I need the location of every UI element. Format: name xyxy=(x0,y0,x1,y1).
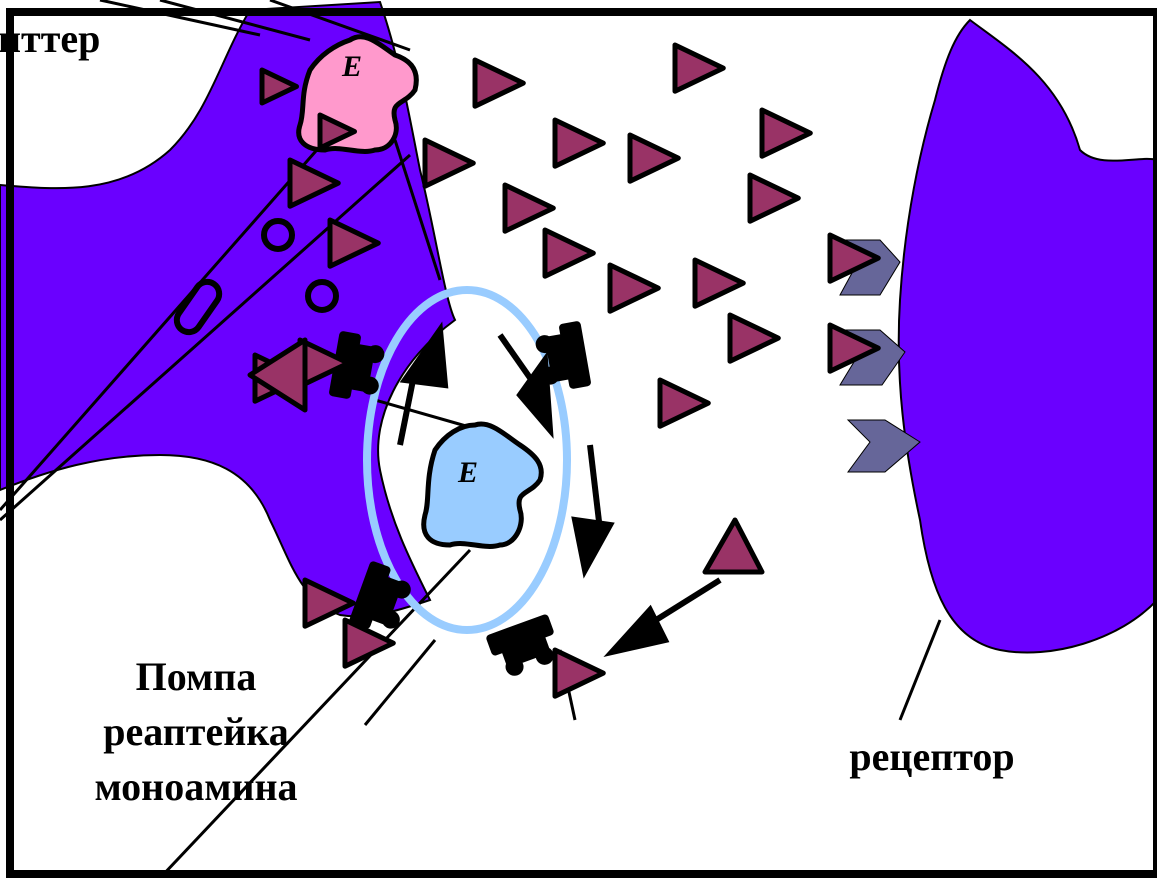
triangle-icon xyxy=(750,175,798,221)
triangle-icon xyxy=(730,315,778,361)
triangle-icon xyxy=(762,110,810,156)
arrow-icon xyxy=(575,445,610,570)
top-left-label: иттер xyxy=(0,16,100,61)
triangle-icon xyxy=(610,265,658,311)
triangle-icon xyxy=(555,120,603,166)
triangle-icon xyxy=(630,135,678,181)
triangle-icon xyxy=(505,185,553,231)
pump-label-line3: моноамина xyxy=(94,764,297,809)
pump-label-line1: Помпа xyxy=(136,654,257,699)
triangle-icon xyxy=(555,650,603,696)
triangle-icon xyxy=(545,230,593,276)
triangle-icon xyxy=(660,380,708,426)
triangle-icon xyxy=(695,260,743,306)
postsynaptic-neuron xyxy=(899,20,1157,653)
leader-line xyxy=(900,620,940,720)
receptor-label: рецептор xyxy=(849,734,1014,779)
pump-label-line2: реаптейка xyxy=(103,709,288,754)
enzyme-top-letter: E xyxy=(341,50,362,83)
enzyme-bottom-letter: E xyxy=(457,456,478,489)
triangle-icon xyxy=(475,60,523,106)
triangle-icon xyxy=(425,140,473,186)
triangle-icon xyxy=(675,45,723,91)
enzyme-bottom: E xyxy=(424,424,542,546)
triangle-icon xyxy=(705,520,762,572)
enzyme-bottom-body xyxy=(424,424,542,546)
arrow-icon xyxy=(612,580,720,652)
